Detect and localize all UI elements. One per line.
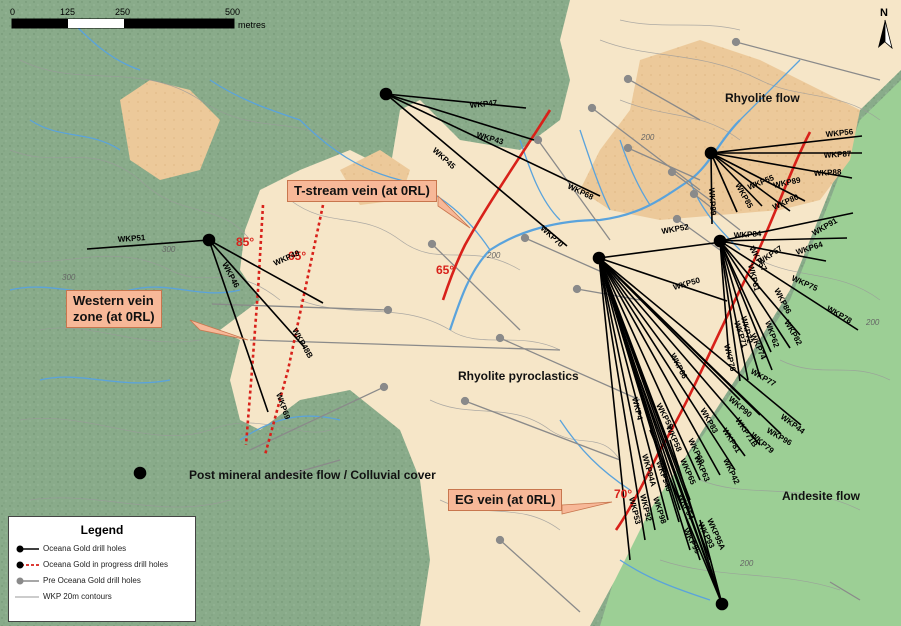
- area-label-rhyolite-flow: Rhyolite flow: [725, 91, 800, 105]
- drillhole-label: WKP51: [118, 233, 147, 244]
- area-label-andesite-flow: Andesite flow: [782, 489, 861, 503]
- dip-label-t-stream-65: 65°: [436, 263, 454, 277]
- scale-units: metres: [238, 20, 266, 30]
- callout-eg-text: EG vein (at 0RL): [455, 492, 556, 507]
- t-stream-vein-trace: [441, 109, 552, 301]
- contour-label: 200: [739, 559, 754, 568]
- legend-item-in-progress: Oceana Gold in progress drill holes: [9, 557, 195, 573]
- callout-leaders: [189, 195, 613, 515]
- western-vein-trace-65: [263, 204, 325, 456]
- contour-label: 200: [865, 318, 880, 327]
- scale-tick-0: 0: [10, 7, 15, 17]
- drill-collar-west: [202, 233, 216, 247]
- callout-western-line2: zone (at 0RL): [73, 309, 155, 324]
- legend-label: Oceana Gold drill holes: [43, 544, 127, 553]
- north-label: N: [880, 7, 888, 19]
- callout-eg-vein: EG vein (at 0RL): [448, 489, 563, 511]
- drillhole-label: WKP99: [707, 188, 718, 217]
- scale-tick-250: 250: [115, 7, 130, 17]
- callout-western-vein-zone: Western vein zone (at 0RL): [66, 290, 162, 328]
- area-label-rhyolite-pyroclastics: Rhyolite pyroclastics: [458, 369, 579, 383]
- legend-item-pre-oceana: Pre Oceana Gold drill holes: [9, 573, 195, 589]
- drill-collar-south: [715, 597, 729, 611]
- legend: Legend Oceana Gold drill holes Oceana Go…: [8, 516, 196, 622]
- dip-label-western-65: 65°: [288, 249, 306, 263]
- contours: [9, 19, 891, 591]
- dip-label-eg-70: 70°: [614, 487, 632, 501]
- legend-grey-dot-line-icon: [16, 577, 39, 585]
- legend-label: Oceana Gold in progress drill holes: [43, 560, 168, 569]
- legend-item-contours: WKP 20m contours: [9, 589, 195, 605]
- scale-tick-500: 500: [225, 7, 240, 17]
- drill-collar-tstream: [379, 87, 393, 101]
- oceana-drill-holes: [86, 87, 863, 611]
- legend-title: Legend: [80, 523, 124, 537]
- contour-label: 200: [486, 251, 501, 260]
- pre-oceana-drill-holes: [211, 37, 881, 613]
- drill-collar-ne: [704, 146, 718, 160]
- contour-label: 200: [640, 133, 655, 142]
- drillhole-label: WKP87: [824, 149, 853, 160]
- drillhole-label: WKP56: [825, 127, 854, 139]
- legend-contour-line-icon: [15, 596, 39, 598]
- legend-label: Pre Oceana Gold drill holes: [43, 576, 141, 585]
- scale-tick-125: 125: [60, 7, 75, 17]
- drill-collar-central-east: [713, 234, 727, 248]
- dip-label-western-85: 85°: [236, 235, 254, 249]
- callout-t-stream-vein: T-stream vein (at 0RL): [287, 180, 437, 202]
- drillhole-label: WKP47: [469, 98, 498, 110]
- contour-label: 300: [162, 245, 176, 254]
- drill-collar-main: [592, 251, 606, 265]
- callout-western-line1: Western vein: [73, 293, 154, 308]
- legend-black-dot-line-icon: [16, 545, 39, 553]
- drill-collar-sw: [133, 466, 147, 480]
- legend-black-dot-red-dash-icon: [16, 561, 39, 569]
- legend-label: WKP 20m contours: [43, 592, 112, 601]
- callout-t-stream-text: T-stream vein (at 0RL): [294, 183, 430, 198]
- scale-bar: 0 125 250 500 metres: [10, 7, 266, 30]
- rhyolite-flow-west: [120, 80, 220, 180]
- north-arrow-icon: N: [878, 7, 893, 50]
- contour-label: 300: [62, 273, 76, 282]
- area-label-post-mineral: Post mineral andesite flow / Colluvial c…: [189, 468, 436, 482]
- western-vein-trace-85: [244, 204, 265, 446]
- legend-item-oceana-holes: Oceana Gold drill holes: [9, 541, 195, 557]
- drillhole-label: WKP88: [814, 168, 843, 178]
- drillhole-label: WKP84: [734, 229, 763, 240]
